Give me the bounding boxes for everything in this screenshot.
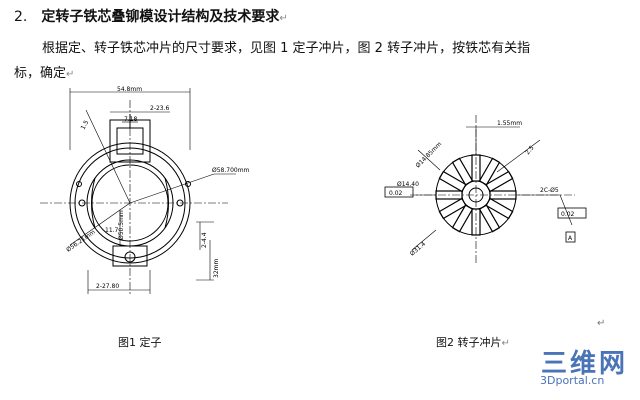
rotor-drawing — [384, 115, 587, 265]
dim-top: 1.55mm — [497, 120, 522, 127]
dim-bore: Ø50.5mm — [118, 210, 125, 240]
paragraph-mark-icon: ↵ — [66, 69, 75, 80]
paragraph-line-1: 根据定、转子铁芯冲片的尺寸要求，见图 1 定子冲片，图 2 转子冲片，按铁芯有关… — [42, 41, 531, 56]
dim-side-a: 2-4.4 — [201, 232, 208, 248]
dim-diam-left2: Ø31.4 — [409, 240, 427, 257]
paragraph-mark-icon: ↵ — [597, 318, 606, 329]
watermark-url: 3Dportal.cn — [540, 374, 605, 387]
figure-1-caption: 图1 定子 — [118, 336, 162, 349]
stator-drawing — [40, 88, 236, 295]
paragraph-mark-icon: ↵ — [501, 338, 510, 349]
dim-center: 7.18 — [124, 116, 138, 123]
section-heading: 2. 定转子铁芯叠铆模设计结构及技术要求↵ — [14, 6, 288, 26]
dim-top-width: 54.8mm — [117, 86, 142, 93]
figure-2-caption: 图2 转子冲片↵ — [436, 334, 510, 350]
tolerance-1: 0.02 — [389, 190, 403, 197]
dim-slot-width: 2-23.6 — [150, 105, 170, 112]
datum-a: A — [568, 235, 573, 242]
dim-r-left: 1.5 — [80, 119, 91, 131]
watermark-logo: 三维网 — [541, 349, 629, 379]
dim-diameter: Ø58.700mm — [212, 167, 250, 174]
paragraph-line-2: 标，确定↵ — [14, 62, 74, 81]
paragraph-mark-icon: ↵ — [279, 13, 288, 24]
dim-angle: Ø14.85mm — [414, 141, 443, 170]
tolerance-2: 0.02 — [561, 211, 575, 218]
paragraph-line-2-text: 标，确定 — [14, 66, 67, 81]
dim-diam-left: Ø14.40 — [397, 181, 419, 188]
section-number: 2. — [14, 9, 28, 25]
dim-right: 2C-Ø5 — [540, 187, 559, 194]
dim-side-b: 32mm — [213, 259, 220, 278]
dim-bottom: 2-27.80 — [96, 283, 119, 290]
section-title: 定转子铁芯叠铆模设计结构及技术要求 — [41, 9, 280, 25]
dim-slot: 2.5 — [524, 144, 536, 156]
rotor-dimension-labels: 1.55mm Ø14.85mm 2.5 Ø14.40 Ø31.4 2C-Ø5 0… — [389, 120, 575, 258]
dim-lower: 11.7 — [105, 227, 119, 234]
figure-2-caption-text: 图2 转子冲片 — [436, 336, 502, 349]
